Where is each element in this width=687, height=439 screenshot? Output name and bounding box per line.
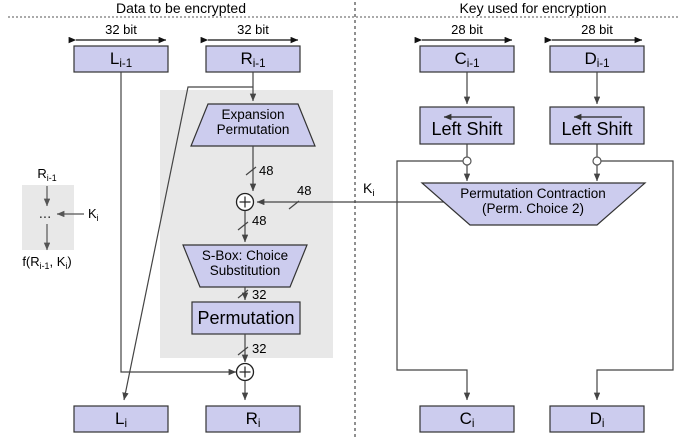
header-right: Key used for encryption — [459, 0, 607, 16]
tick-32-a — [237, 289, 249, 299]
box-d-next — [549, 405, 645, 433]
label-l-prev-main: L — [109, 49, 120, 68]
legend-output-sub2: i — [65, 261, 68, 271]
label-c-prev: Ci-1 — [454, 49, 480, 70]
label-left-shift-2: Left Shift — [561, 119, 633, 139]
label-r-next: Ri — [245, 409, 261, 430]
label-permutation: Permutation — [197, 308, 295, 328]
label-bits-xor-out: 48 — [252, 213, 267, 228]
box-permutation — [191, 301, 301, 335]
width-label-l: 32 bit — [105, 22, 137, 37]
label-d-next: Di — [589, 409, 605, 430]
label-subkey: Ki — [363, 180, 375, 199]
label-expansion-permutation: Expansion Permutation — [193, 107, 313, 137]
label-bits-key-in: 48 — [297, 183, 312, 198]
label-c-next-main: C — [459, 409, 472, 428]
box-l-next — [73, 405, 169, 433]
label-r-prev: Ri-1 — [240, 49, 266, 70]
label-r-prev-sub: i-1 — [252, 58, 266, 70]
header-left: Data to be encrypted — [116, 0, 246, 16]
box-c-next — [419, 405, 515, 433]
shape-sbox — [182, 244, 308, 288]
wire-d-branch — [593, 160, 674, 401]
label-c-prev-main: C — [454, 49, 467, 68]
legend-key-sub: i — [96, 213, 99, 223]
label-bits-perm-out: 32 — [252, 341, 267, 356]
box-r-next — [205, 405, 301, 433]
label-l-prev: Li-1 — [109, 49, 133, 70]
label-bits-sbox-out: 32 — [252, 287, 267, 302]
label-left-shift-1: Left Shift — [431, 119, 503, 139]
wire-c-branch — [396, 160, 471, 401]
legend-output-post: ) — [67, 254, 72, 269]
label-d-next-sub: i — [601, 418, 605, 430]
label-r-next-sub: i — [257, 418, 261, 430]
label-l-prev-sub: i-1 — [119, 58, 133, 70]
label-subkey-main: K — [363, 180, 373, 196]
label-permutation-contraction: Permutation Contraction (Perm. Choice 2) — [413, 186, 653, 216]
wire-l-prev-down — [120, 72, 237, 376]
width-label-r: 32 bit — [237, 22, 269, 37]
label-r-prev-main: R — [240, 49, 253, 68]
label-sbox-line1: S-Box: Choice — [201, 248, 289, 263]
legend-input-sub: i-1 — [46, 173, 57, 183]
tick-32-b — [237, 346, 249, 356]
label-l-next-sub: i — [124, 418, 128, 430]
tick-48-a — [245, 166, 257, 176]
label-l-next-main: L — [114, 409, 125, 428]
label-c-next-sub: i — [471, 418, 475, 430]
wire-r-prev-to-l-next — [122, 86, 253, 401]
label-contraction-line2: (Perm. Choice 2) — [481, 201, 585, 216]
label-r-next-main: R — [245, 409, 258, 428]
box-left-shift-2 — [549, 106, 645, 145]
label-sbox-line2: Substitution — [209, 263, 281, 278]
legend-output-pre: f(R — [22, 254, 40, 269]
label-bits-expansion-out: 48 — [259, 163, 274, 178]
legend-dots: ... — [38, 205, 52, 222]
label-contraction-line1: Permutation Contraction — [460, 186, 606, 201]
width-label-d: 28 bit — [581, 22, 613, 37]
tick-48-key — [288, 200, 300, 210]
legend-input-label: Ri-1 — [37, 166, 57, 183]
shape-expansion-permutation — [190, 103, 316, 147]
box-l-prev — [73, 45, 169, 73]
legend-panel — [22, 185, 74, 250]
label-d-next-main: D — [589, 409, 602, 428]
legend-output-sub1: i-1 — [39, 261, 50, 271]
junction-dot-d — [592, 156, 602, 166]
label-c-prev-sub: i-1 — [466, 58, 480, 70]
label-d-prev-main: D — [584, 49, 597, 68]
label-d-prev: Di-1 — [584, 49, 610, 70]
width-label-c: 28 bit — [451, 22, 483, 37]
legend-key-main: K — [88, 206, 97, 221]
label-l-next: Li — [114, 409, 128, 430]
shape-permutation-contraction — [420, 182, 647, 226]
label-expansion-line1: Expansion — [221, 107, 285, 122]
label-sbox: S-Box: Choice Substitution — [180, 248, 310, 278]
junction-dot-c — [462, 156, 472, 166]
legend-output-mid: , K — [49, 254, 66, 269]
legend-input-main: R — [37, 166, 47, 181]
tick-48-b — [237, 221, 249, 231]
label-subkey-sub: i — [372, 188, 375, 199]
legend-output-label: f(Ri-1, Ki) — [22, 254, 72, 271]
label-d-prev-sub: i-1 — [596, 58, 610, 70]
label-c-next: Ci — [459, 409, 475, 430]
label-expansion-line2: Permutation — [216, 122, 290, 137]
legend-key-label: Ki — [88, 206, 99, 223]
